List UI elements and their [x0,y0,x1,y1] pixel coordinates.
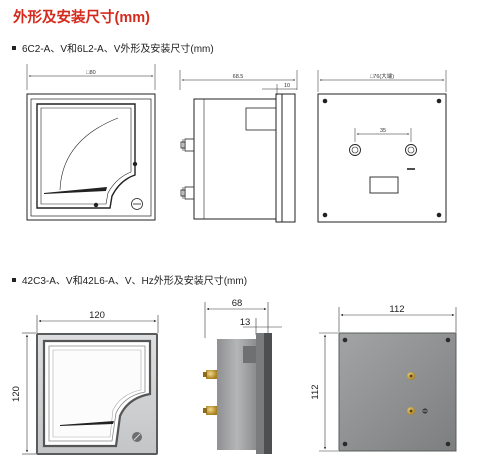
sec1-panel-cutout-label: □76(大端) [370,72,394,80]
sec1-back-view [317,70,447,223]
section1-title-text: 6C2-A、V和6L2-A、V外形及安装尺寸(mm) [22,44,214,55]
sec2-side-flange-label: 13 [240,317,251,328]
bullet-icon [12,278,16,283]
section1-title: 6C2-A、V和6L2-A、V外形及安装尺寸(mm) [12,40,214,55]
sec2-front-height-label: 120 [11,386,22,402]
page-title: 外形及安装尺寸(mm) [13,10,150,26]
sec2-back-width-label: 112 [389,304,404,315]
sec1-side-view [179,70,298,223]
sec1-terminal-spacing-label: 35 [380,128,386,134]
sec1-front-width-label: □80 [86,70,95,76]
sec2-back-height-label: 112 [310,384,321,399]
sec1-side-flange-label: 10 [284,83,290,89]
sec2-back-view [319,307,457,452]
sec1-front-view [26,64,156,221]
section2-title-text: 42C3-A、V和42L6-A、V、Hz外形及安装尺寸(mm) [22,276,248,287]
sec2-side-view [203,302,282,454]
sec2-side-depth-label: 68 [232,298,243,309]
sec2-front-width-label: 120 [89,310,105,321]
bullet-icon [12,46,16,51]
sec1-side-depth-label: 68.5 [233,74,244,80]
sec2-front-view [22,315,159,455]
section2-title: 42C3-A、V和42L6-A、V、Hz外形及安装尺寸(mm) [12,272,247,287]
